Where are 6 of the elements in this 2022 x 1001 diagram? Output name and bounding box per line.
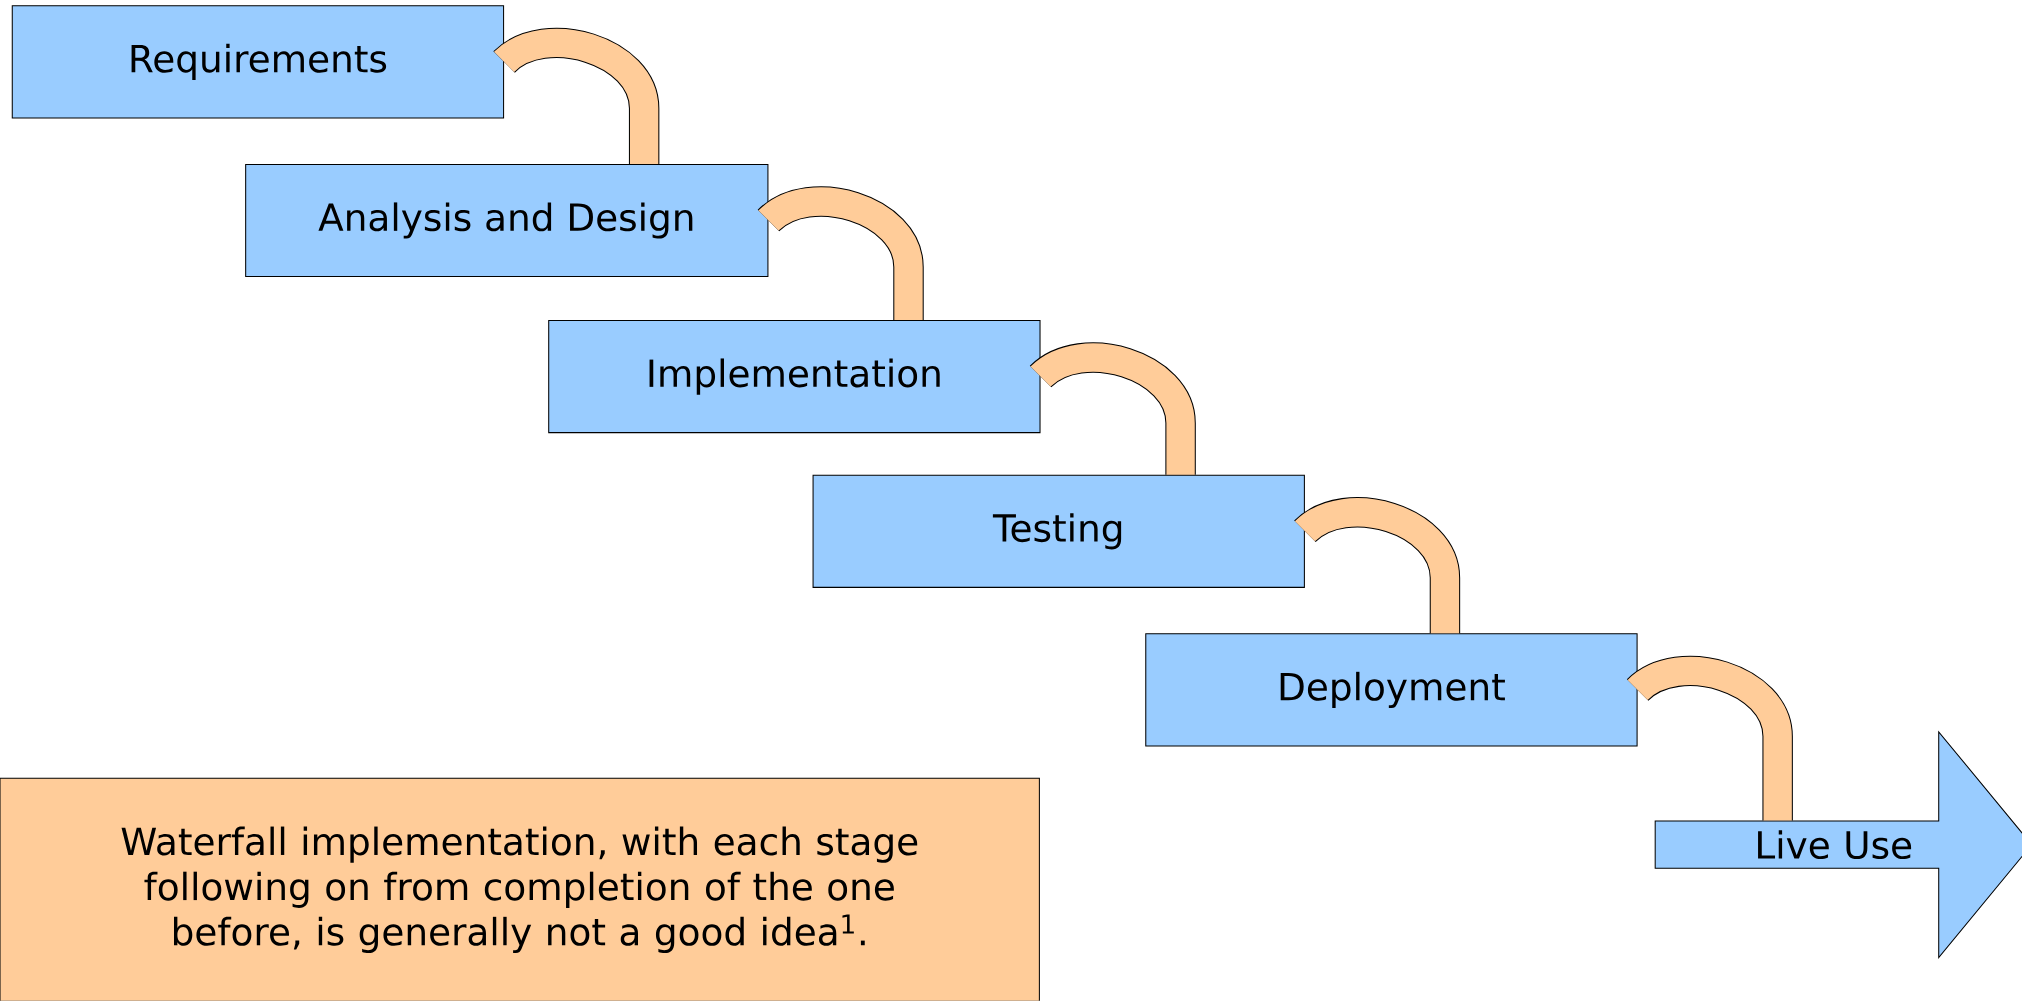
note-box: Waterfall implementation, with each stage following on from completion of the one before, is generally not a good idea$^{1}$.	[0, 777, 1040, 1001]
process-box: Analysis and Design	[245, 164, 769, 278]
process-box: Implementation	[548, 320, 1041, 434]
process-box: Testing	[812, 474, 1305, 589]
process-box: Deployment	[1145, 633, 1638, 747]
process-box: Requirements	[11, 5, 505, 119]
